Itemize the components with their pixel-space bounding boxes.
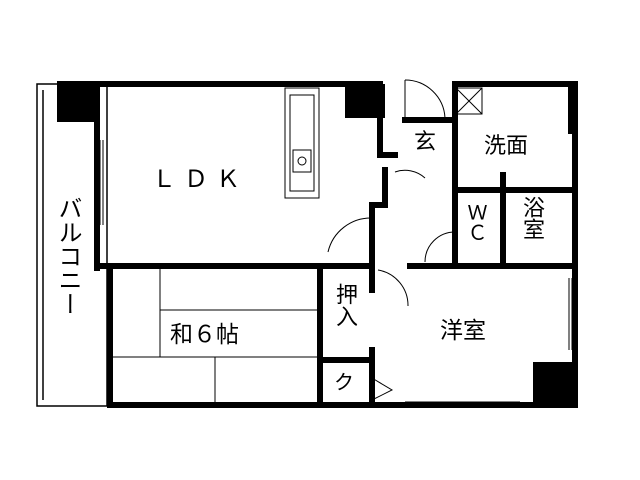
room-label-ldk: ＬＤＫ bbox=[152, 165, 248, 193]
room-label-japanese-room: 和６帖 bbox=[170, 322, 239, 348]
room-label-washroom: 洗面 bbox=[484, 134, 529, 159]
room-label-western-room: 洋室 bbox=[440, 318, 486, 344]
room-label-wc: ＷＣ bbox=[464, 202, 488, 242]
room-label-entrance: 玄 bbox=[414, 130, 437, 155]
shower-box bbox=[455, 87, 483, 115]
room-label-balcony: バルコニー bbox=[54, 196, 82, 316]
room-label-storage: ク bbox=[334, 370, 354, 394]
room-label-closet: 押入 bbox=[332, 283, 357, 327]
walls bbox=[57, 81, 578, 408]
doors bbox=[321, 79, 456, 401]
fittings bbox=[99, 87, 573, 403]
room-label-bath: 浴室 bbox=[519, 196, 544, 240]
